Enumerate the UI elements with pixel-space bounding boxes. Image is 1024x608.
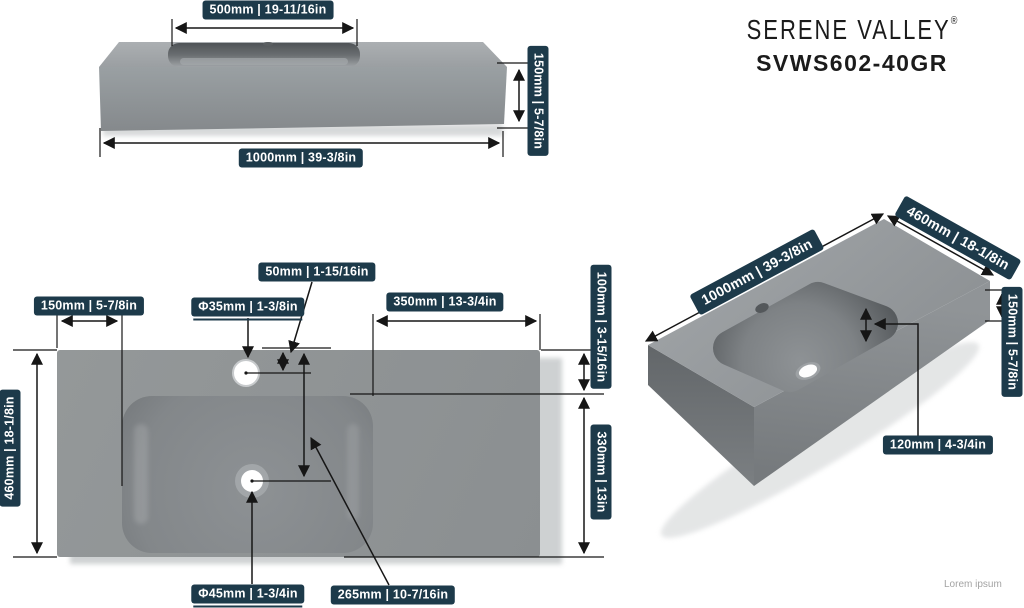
product-model: SVWS602-40GR [756,50,948,76]
dim-top-drain-hole-diameter: Φ45mm | 1-3/4in [191,584,305,608]
brand-name: SERENE VALLEY® [742,4,962,47]
dim-top-basin-depth: 330mm | 13in [590,424,612,520]
registered-mark-icon: ® [950,14,958,27]
dim-front-total-width: 1000mm | 39-3/8in [238,148,364,168]
dim-top-faucet-hole-diameter: Φ35mm | 1-3/8in [191,297,305,321]
dim-top-right-deck: 350mm | 13-3/4in [386,292,504,312]
dim-top-basin-back-offset: 100mm | 3-15/16in [590,264,612,390]
brand-name-text: SERENE VALLEY [746,14,951,46]
perspective-view-render [648,219,990,538]
front-view-render [99,42,507,136]
dim-front-basin-width: 500mm | 19-11/16in [202,0,334,20]
brand-block: SERENE VALLEY® SVWS602-40GR [742,4,962,77]
watermark-text: Lorem ipsum [944,579,1002,590]
dim-top-left-deck: 150mm | 5-7/8in [33,296,145,316]
dim-top-drain-back-offset: 265mm | 10-7/16in [330,585,456,605]
dim-perspective-height: 150mm | 5-7/8in [1001,286,1023,398]
front-view-dimensions [99,19,533,157]
dim-top-overall-depth: 460mm | 18-1/8in [0,389,21,507]
dim-front-height: 150mm | 5-7/8in [527,45,549,157]
top-view-dimensions [13,281,604,586]
drain-hole-perspective [798,364,818,378]
top-view-render [57,350,562,564]
dim-top-faucet-back-offset: 50mm | 1-15/16in [258,262,376,282]
dim-perspective-basin-inner-depth: 120mm | 4-3/4in [882,435,994,455]
